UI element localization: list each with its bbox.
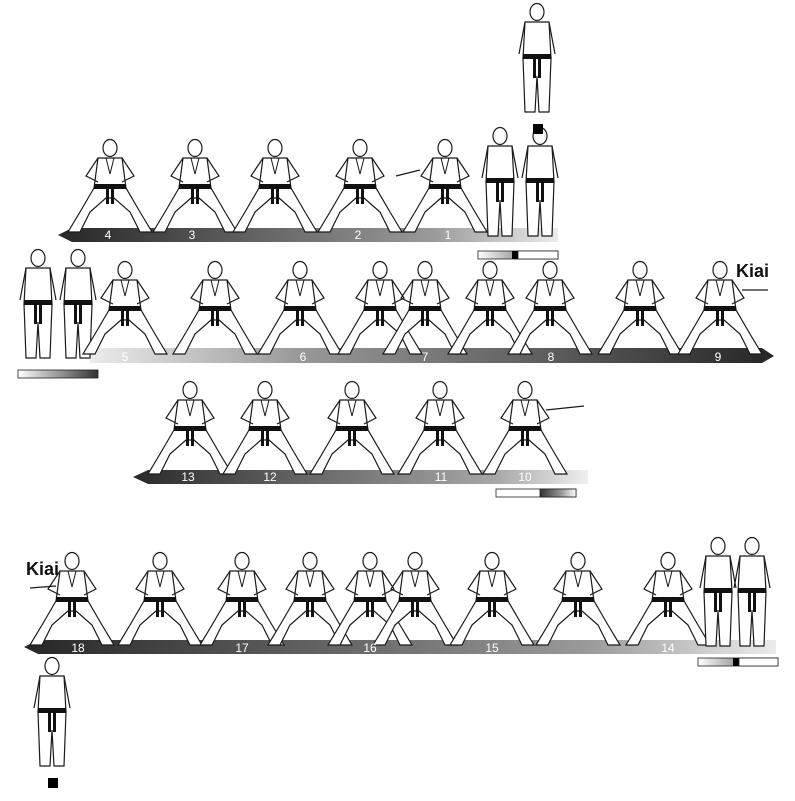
step-label: 3 [189, 228, 196, 242]
step-label: 12 [263, 470, 277, 484]
karateka-figure [67, 138, 153, 233]
step-label: 18 [71, 641, 85, 655]
karateka-figure [309, 380, 395, 475]
step-label: 1 [445, 228, 452, 242]
direction-key [495, 488, 577, 498]
kiai-label: Kiai [736, 261, 769, 281]
step-label: 8 [548, 350, 555, 364]
karateka-figure [222, 380, 308, 475]
kiai-label: Kiai [26, 559, 59, 579]
karateka-figure [449, 551, 535, 646]
step-label: 13 [181, 470, 195, 484]
karateka-figure [199, 551, 285, 646]
step-label: 2 [355, 228, 362, 242]
row-2: Kiai 5 6 7 8 9 [17, 248, 774, 379]
row-3: 13 12 11 10 [133, 380, 588, 498]
karateka-figure [117, 551, 203, 646]
karateka-figure [507, 260, 593, 355]
karateka-figure [597, 260, 683, 355]
step-label: 7 [422, 350, 429, 364]
direction-key [17, 369, 99, 379]
step-label: 4 [105, 228, 112, 242]
start-marker [533, 124, 543, 134]
karateka-figure [317, 138, 403, 233]
step-label: 14 [661, 641, 675, 655]
karateka-figure [232, 138, 318, 233]
karateka-figure [82, 260, 168, 355]
karateka-figure [733, 536, 771, 647]
step-label: 11 [435, 470, 448, 484]
karateka-figure [518, 2, 556, 113]
step-label: 6 [300, 350, 307, 364]
karateka-figure [699, 536, 737, 647]
step-label: 15 [485, 641, 499, 655]
karateka-figure [481, 126, 519, 237]
karateka-figure [152, 138, 238, 233]
direction-key [477, 250, 559, 260]
step-label: 17 [235, 641, 249, 655]
step-label: 10 [518, 470, 532, 484]
step-label: 9 [715, 350, 722, 364]
karateka-figure [521, 126, 559, 237]
karateka-figure [402, 138, 488, 233]
karateka-figure [625, 551, 711, 646]
karateka-figure [33, 656, 71, 767]
karateka-figure [172, 260, 258, 355]
direction-key [697, 657, 779, 667]
row-4: Kiai 18 17 16 15 14 [24, 536, 779, 667]
row-1: 4 3 2 1 [58, 126, 559, 260]
karateka-figure [147, 380, 233, 475]
end-marker [48, 778, 58, 788]
step-label: 16 [363, 641, 377, 655]
karateka-figure [257, 260, 343, 355]
karateka-figure [19, 248, 57, 359]
karateka-figure [535, 551, 621, 646]
direction-arrow-row-1 [58, 228, 558, 242]
karateka-figure [397, 380, 483, 475]
karateka-figure [482, 380, 568, 475]
step-label: 5 [122, 350, 129, 364]
